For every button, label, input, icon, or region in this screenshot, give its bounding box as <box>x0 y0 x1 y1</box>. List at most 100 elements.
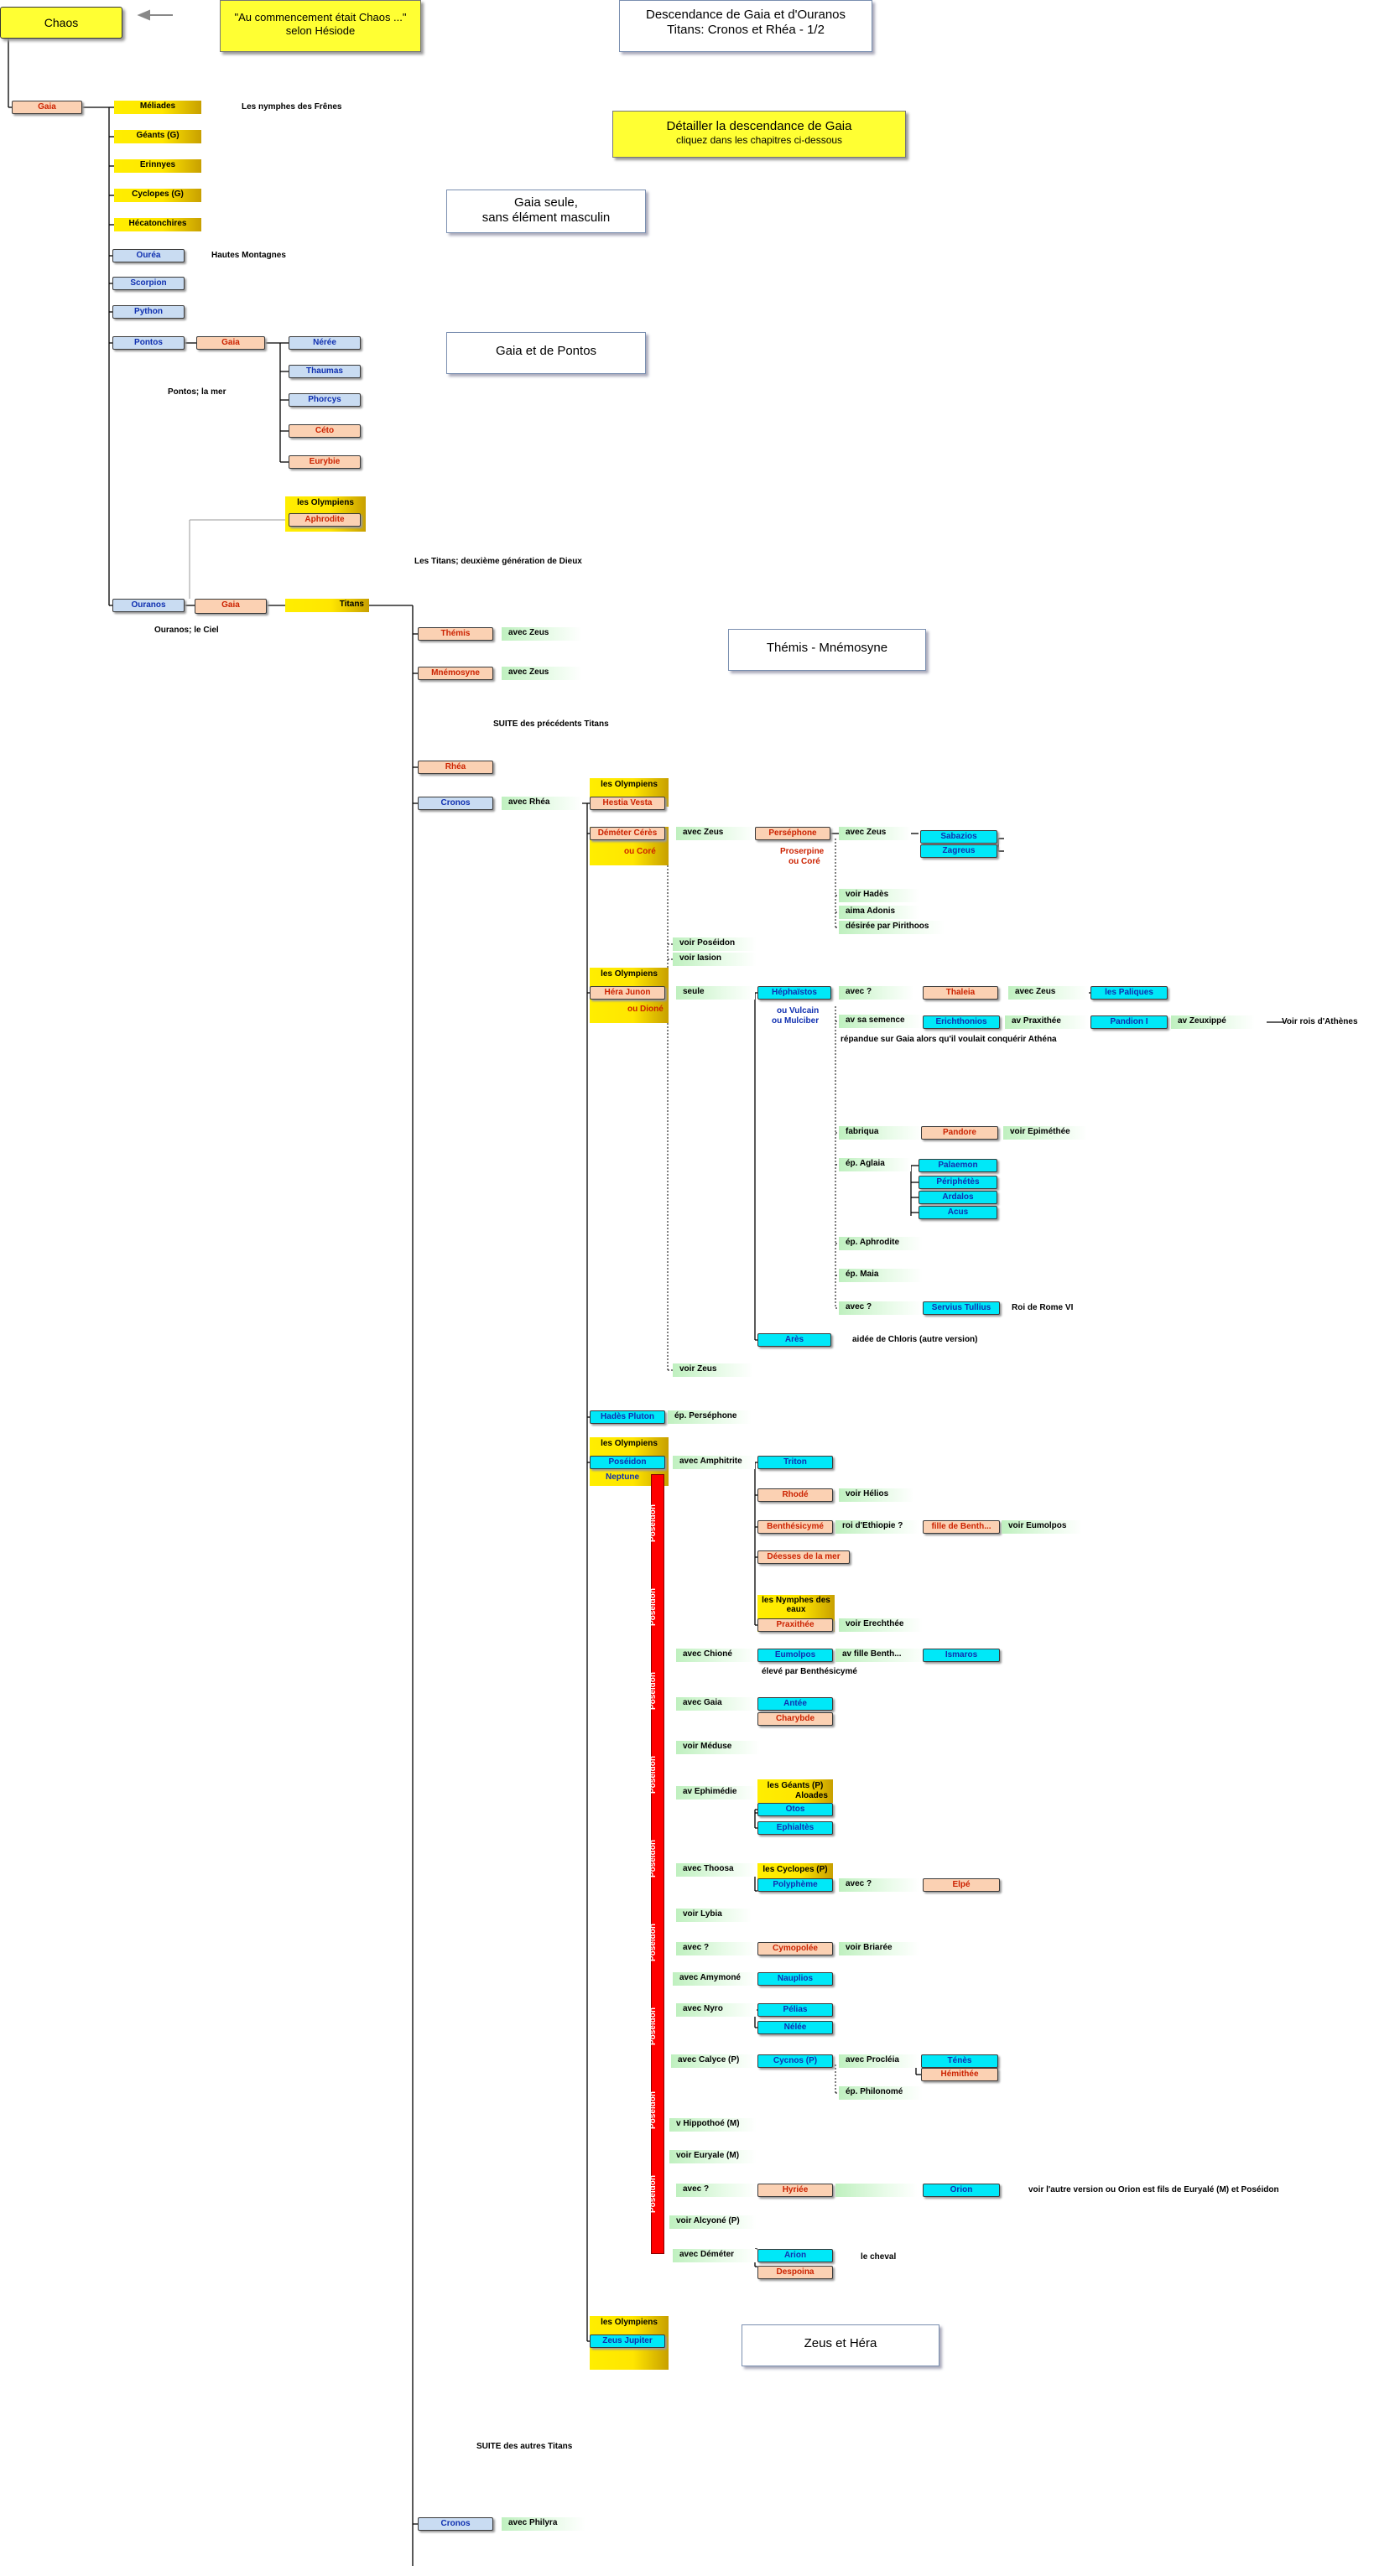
link-voir-briaree[interactable]: voir Briarée <box>839 1942 919 1955</box>
link-voir-epimethee[interactable]: voir Epiméthée <box>1003 1126 1087 1140</box>
node-aphrodite[interactable]: Aphrodite <box>289 513 361 527</box>
node-elpe[interactable]: Elpé <box>923 1878 1000 1892</box>
node-triton[interactable]: Triton <box>757 1456 833 1469</box>
rel-avec-gaia[interactable]: avec Gaia <box>676 1697 757 1711</box>
rel-ep-philonome[interactable]: ép. Philonomé <box>839 2086 923 2100</box>
rel-avec-proclea[interactable]: avec Procléia <box>839 2054 919 2068</box>
link-voir-hades[interactable]: voir Hadès <box>839 889 919 902</box>
rel-demeter-avec-zeus[interactable]: avec Zeus <box>676 827 757 840</box>
rel-ep-aphrodite[interactable]: ép. Aphrodite <box>839 1237 923 1250</box>
link-voir-iasion[interactable]: voir Iasion <box>673 953 757 966</box>
node-cycnos[interactable]: Cycnos (P) <box>757 2054 833 2068</box>
node-hestia[interactable]: Hestia Vesta <box>590 797 665 810</box>
node-orion[interactable]: Orion <box>923 2184 1000 2197</box>
rel-persephone-avec-zeus[interactable]: avec Zeus <box>839 827 911 840</box>
rel-thaleia-avec-zeus[interactable]: avec Zeus <box>1008 986 1089 1000</box>
node-ephialtes[interactable]: Ephialtès <box>757 1821 833 1835</box>
node-gaia[interactable]: Gaia <box>12 101 82 114</box>
rel-mnemosyne-avec-zeus[interactable]: avec Zeus <box>502 667 582 680</box>
rel-roi-ethiopie[interactable]: roi d'Ethiopie ? <box>835 1520 919 1534</box>
node-hemithee[interactable]: Hémithée <box>921 2068 998 2081</box>
node-ouranos[interactable]: Ouranos <box>112 599 185 612</box>
node-ardalos[interactable]: Ardalos <box>919 1191 997 1204</box>
node-antee[interactable]: Antée <box>757 1697 833 1711</box>
node-cymopolee[interactable]: Cymopolée <box>757 1942 833 1955</box>
node-neree[interactable]: Nérée <box>289 336 361 350</box>
rel-avec-demeter[interactable]: avec Déméter <box>673 2249 757 2262</box>
link-voir-lybia[interactable]: voir Lybia <box>676 1909 752 1922</box>
rel-avec-q-hyriee[interactable]: avec ? <box>676 2184 757 2197</box>
node-ares[interactable]: Arès <box>757 1333 831 1347</box>
chapter-gaia-seule[interactable]: Gaia seule, sans élément masculin <box>446 190 646 233</box>
link-voir-rois-athenes[interactable]: Voir rois d'Athènes <box>1282 1017 1358 1026</box>
node-nelee[interactable]: Nélée <box>757 2021 833 2034</box>
node-hades[interactable]: Hadès Pluton <box>590 1410 665 1424</box>
link-voir-poseidon[interactable]: voir Poséidon <box>673 937 757 951</box>
node-persephone[interactable]: Perséphone <box>755 827 830 840</box>
link-voir-erechthee[interactable]: voir Erechthée <box>839 1618 923 1632</box>
rel-avec-thoosa[interactable]: avec Thoosa <box>676 1863 757 1877</box>
node-deesses-mer[interactable]: Déesses de la mer <box>757 1550 850 1564</box>
node-eumolpos[interactable]: Eumolpos <box>757 1649 833 1662</box>
rel-avec-nyro[interactable]: avec Nyro <box>676 2003 757 2017</box>
link-aima-adonis[interactable]: aima Adonis <box>839 906 919 919</box>
rel-avec-philyra[interactable]: avec Philyra <box>502 2517 586 2531</box>
node-ourea[interactable]: Ouréa <box>112 249 185 262</box>
rel-hades-ep-persephone[interactable]: ép. Perséphone <box>668 1410 752 1424</box>
rel-avec-calyce[interactable]: avec Calyce (P) <box>671 2054 755 2068</box>
node-servius-tullius[interactable]: Servius Tullius <box>923 1301 1000 1315</box>
rel-av-ephimedie[interactable]: av Ephimédie <box>676 1786 757 1800</box>
rel-avec-amymone[interactable]: avec Amymoné <box>673 1972 757 1986</box>
node-otos[interactable]: Otos <box>757 1803 833 1816</box>
node-scorpion[interactable]: Scorpion <box>112 277 185 290</box>
node-palaemon[interactable]: Palaemon <box>919 1159 997 1172</box>
rel-avec-q-cymopolee[interactable]: avec ? <box>676 1942 757 1955</box>
rel-ep-aglaia[interactable]: ép. Aglaia <box>839 1158 911 1171</box>
rel-avec-amphitrite[interactable]: avec Amphitrite <box>673 1456 755 1469</box>
node-paliques[interactable]: les Paliques <box>1090 986 1168 1000</box>
node-tenes[interactable]: Ténès <box>921 2054 998 2068</box>
link-hippothoe[interactable]: v Hippothoé (M) <box>669 2118 757 2132</box>
rel-avec-chione[interactable]: avec Chioné <box>676 1649 757 1662</box>
link-voir-alcyone[interactable]: voir Alcyoné (P) <box>669 2215 757 2229</box>
rel-polypheme-avec-q[interactable]: avec ? <box>839 1878 919 1892</box>
node-acus[interactable]: Acus <box>919 1206 997 1219</box>
node-rhode[interactable]: Rhodé <box>757 1488 833 1502</box>
rel-av-sa-semence[interactable]: av sa semence <box>839 1015 923 1028</box>
node-cyclopes[interactable]: Cyclopes (G) <box>114 189 201 202</box>
node-zeus[interactable]: Zeus Jupiter <box>590 2334 665 2348</box>
link-voir-helios[interactable]: voir Hélios <box>839 1488 914 1502</box>
node-arion[interactable]: Arion <box>757 2249 833 2262</box>
rel-hephaistos-avec-q[interactable]: avec ? <box>839 986 914 1000</box>
link-voir-meduse[interactable]: voir Méduse <box>676 1741 760 1754</box>
node-periphetes[interactable]: Périphétès <box>919 1176 997 1189</box>
node-zagreus[interactable]: Zagreus <box>920 844 997 858</box>
node-cronos-philyra[interactable]: Cronos <box>418 2517 493 2531</box>
node-rhea[interactable]: Rhéa <box>418 761 493 774</box>
rel-av-fille-benth[interactable]: av fille Benth... <box>835 1649 928 1662</box>
node-hera[interactable]: Héra Junon <box>590 986 665 1000</box>
node-sabazios[interactable]: Sabazios <box>920 830 997 844</box>
node-pandore[interactable]: Pandore <box>921 1126 998 1140</box>
node-themis[interactable]: Thémis <box>418 627 493 641</box>
node-phorcys[interactable]: Phorcys <box>289 393 361 407</box>
link-voir-eumolpos[interactable]: voir Eumolpos <box>1002 1520 1082 1534</box>
chapter-gaia-pontos[interactable]: Gaia et de Pontos <box>446 332 646 374</box>
node-gaia-pontos[interactable]: Gaia <box>196 336 265 350</box>
rel-av-zeuxippe[interactable]: av Zeuxippé <box>1171 1015 1255 1029</box>
node-gaia-ouranos[interactable]: Gaia <box>195 599 267 614</box>
node-python[interactable]: Python <box>112 305 185 319</box>
node-demeter[interactable]: Déméter Cérès <box>590 827 665 840</box>
node-thaleia[interactable]: Thaleia <box>923 986 998 1000</box>
node-nauplios[interactable]: Nauplios <box>757 1972 833 1986</box>
link-desiree-pirithoos[interactable]: désirée par Pirithoos <box>839 921 945 934</box>
rel-themis-avec-zeus[interactable]: avec Zeus <box>502 627 582 641</box>
node-thaumas[interactable]: Thaumas <box>289 365 361 378</box>
node-benthesicyme[interactable]: Benthésicymé <box>757 1520 833 1534</box>
node-despoina[interactable]: Despoina <box>757 2266 833 2279</box>
node-pelias[interactable]: Pélias <box>757 2003 833 2017</box>
rel-cronos-avec-rhea[interactable]: avec Rhéa <box>502 797 582 810</box>
link-voir-euryale[interactable]: voir Euryale (M) <box>669 2150 757 2163</box>
node-meliades[interactable]: Méliades <box>114 101 201 114</box>
node-fille-benth[interactable]: fille de Benth... <box>923 1520 1000 1534</box>
